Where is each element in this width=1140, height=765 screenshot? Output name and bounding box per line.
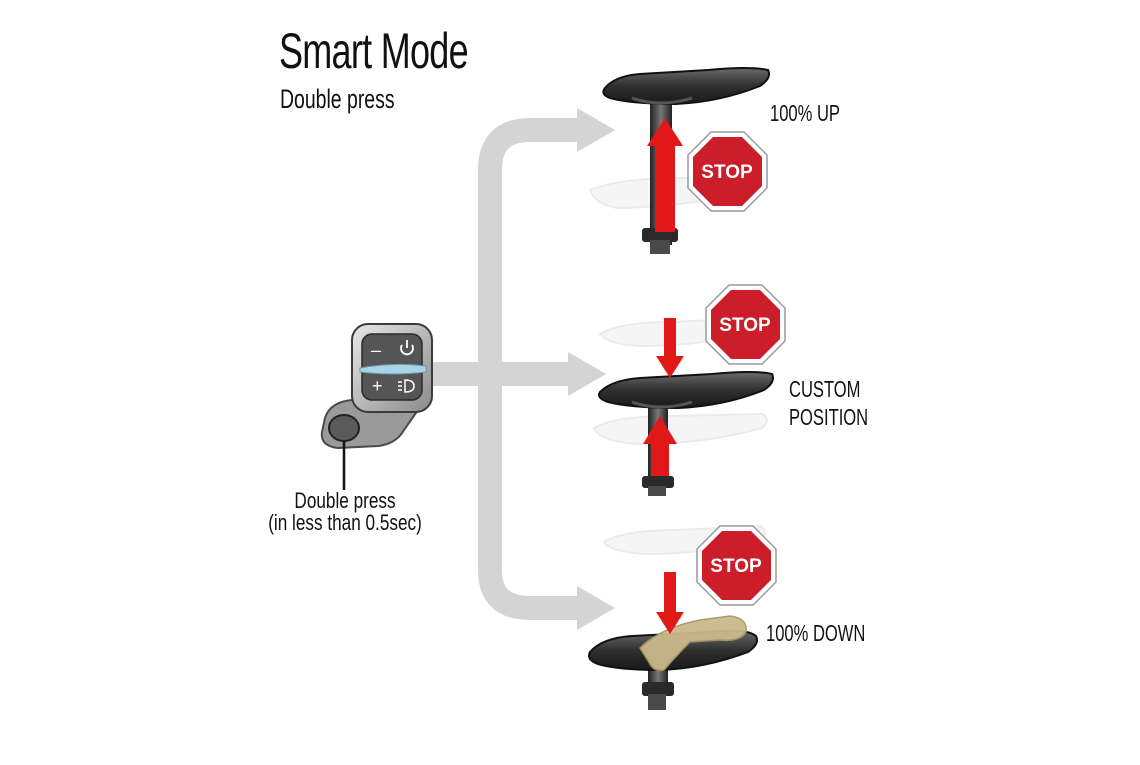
page-title: Smart Mode: [279, 23, 469, 79]
flow-arrows: [430, 108, 615, 630]
stop-sign-down-text: STOP: [710, 556, 762, 577]
remote-mount-button: [328, 414, 360, 442]
remote-minus-button: –: [371, 340, 381, 360]
saddle-custom: [598, 371, 774, 410]
double-press-label-line1: Double press: [294, 488, 396, 513]
flow-arrowhead-up: [577, 108, 615, 152]
position-custom-label-line1: CUSTOM: [789, 376, 861, 402]
remote-plus-button: +: [372, 376, 383, 396]
flow-arrowhead-down: [577, 586, 615, 630]
stop-sign-custom: STOP: [705, 284, 786, 365]
position-custom-label-line2: POSITION: [789, 404, 869, 430]
double-press-label: Double press (in less than 0.5sec): [263, 490, 427, 534]
remote-light-strip: [359, 363, 427, 375]
red-arrow-custom-down: [656, 318, 684, 378]
headlight-icon: [398, 379, 415, 393]
position-down-label: 100% DOWN: [766, 620, 866, 646]
saddle-up: [602, 67, 770, 106]
red-arrow-custom-up: [643, 416, 677, 476]
red-arrow-down: [656, 572, 684, 634]
flow-arrow-main-branch: [430, 118, 585, 620]
red-arrow-up: [647, 118, 683, 232]
saddle-custom-ghost-bottom: [592, 412, 768, 446]
rider-silhouette: [639, 615, 747, 672]
stop-sign-up-text: STOP: [701, 162, 753, 183]
remote-control: – +: [320, 323, 433, 490]
stop-sign-up: STOP: [687, 131, 768, 212]
page-subtitle: Double press: [280, 84, 395, 114]
stop-sign-custom-text: STOP: [719, 315, 771, 336]
position-up-label: 100% UP: [770, 100, 840, 126]
power-icon: [400, 340, 414, 356]
position-custom-label: CUSTOM POSITION: [789, 375, 868, 431]
stop-sign-down: STOP: [696, 525, 777, 606]
flow-arrowhead-custom: [568, 352, 606, 396]
double-press-label-line2: (in less than 0.5sec): [268, 510, 422, 535]
